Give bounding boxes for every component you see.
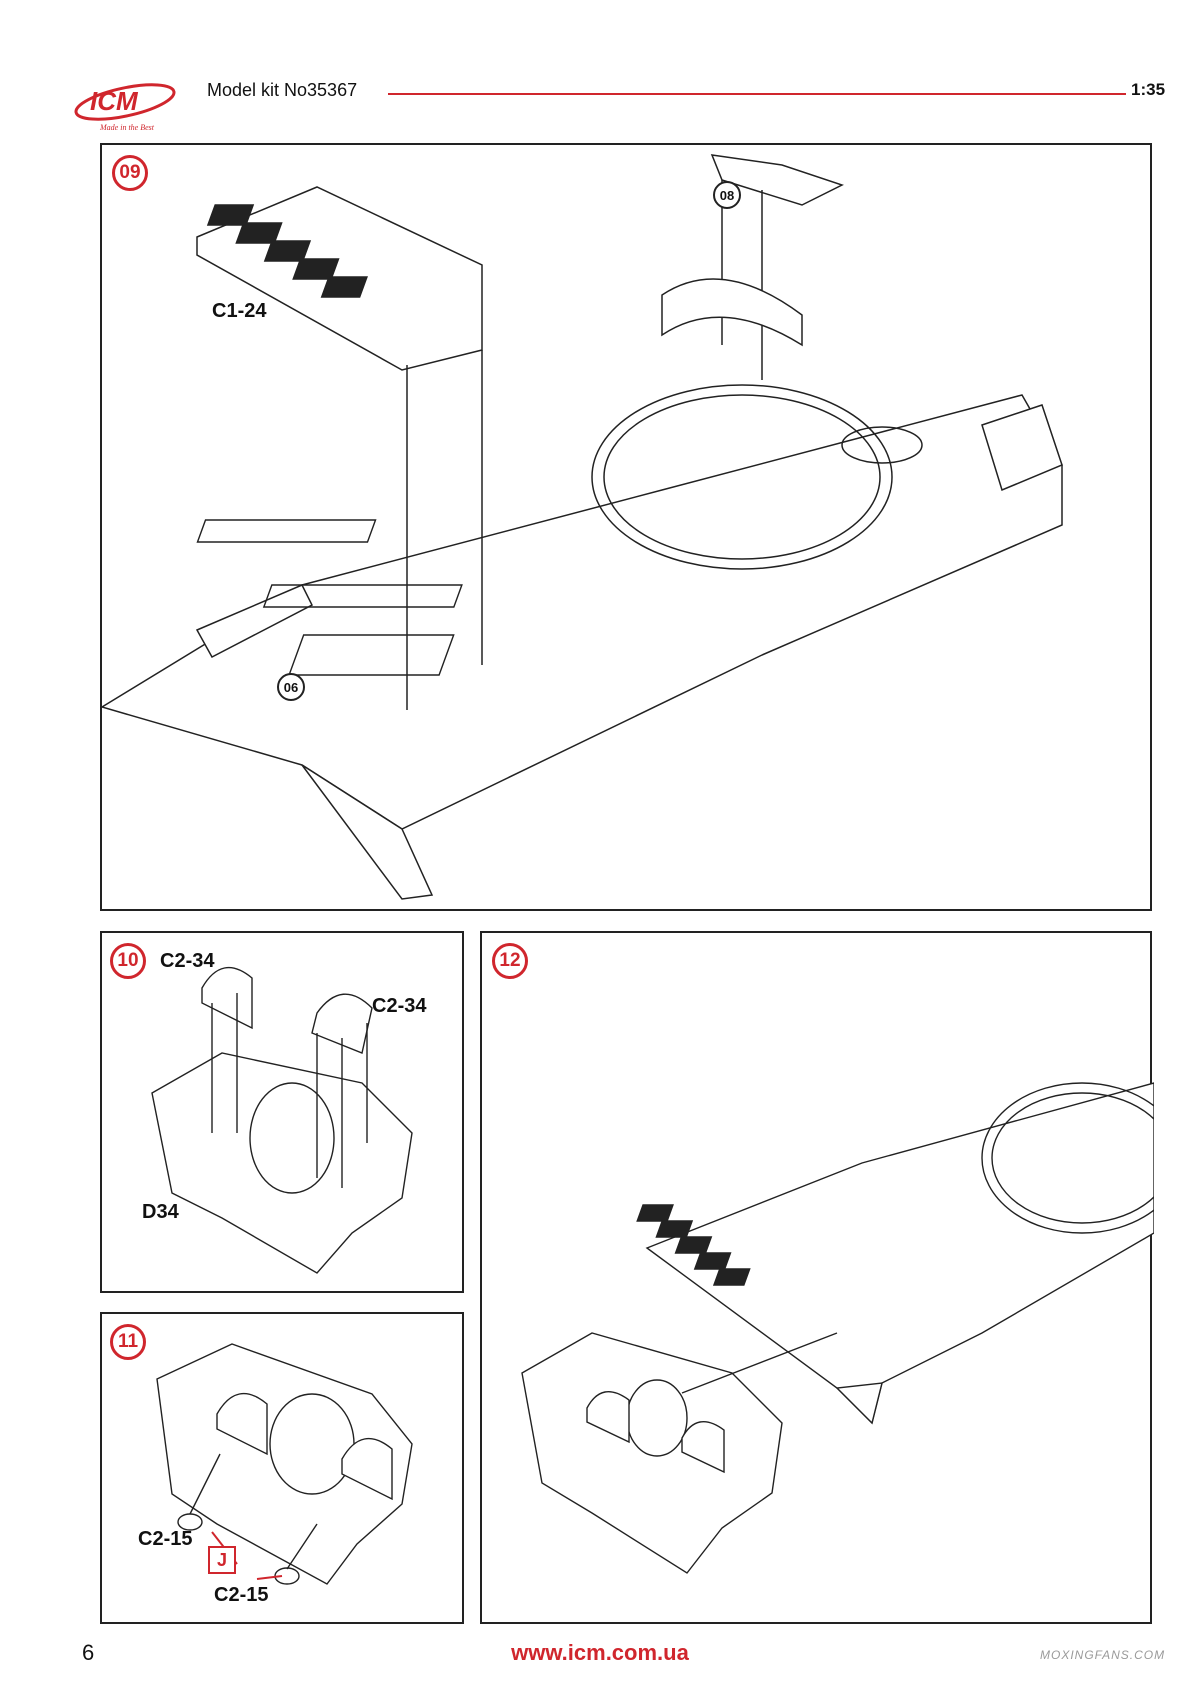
part-label-c2-34-right: C2-34 [372, 995, 427, 1017]
step-11-drawing [156, 1343, 413, 1585]
scale-label: 1:35 [1131, 80, 1166, 99]
part-label-c1-24: C1-24 [212, 300, 267, 322]
header-rule [388, 93, 1126, 95]
ref-step-06: 06 [277, 673, 305, 701]
step-11-badge: 11 [110, 1324, 146, 1360]
step-10-drawing [151, 966, 413, 1274]
part-label-c2-15-bottom: C2-15 [214, 1584, 269, 1606]
part-label-c2-15-top: C2-15 [138, 1528, 193, 1550]
step-09-badge: 09 [112, 155, 148, 191]
step-10-panel: 10 C2-34 C2-34 D34 [100, 931, 464, 1293]
logo-tagline: Made in the Best [99, 123, 155, 132]
step-12-badge: 12 [492, 943, 528, 979]
website-link[interactable]: www.icm.com.ua [511, 1640, 689, 1665]
step-09-panel: 09 C1-24 08 06 [100, 143, 1152, 911]
icm-logo: ICM Made in the Best [70, 78, 180, 136]
ref-step-08: 08 [713, 181, 741, 209]
step-12-panel: 12 [480, 931, 1154, 1624]
step-09-drawing [102, 154, 1063, 900]
logo-wordmark: ICM [90, 86, 139, 116]
part-label-c2-34-left: C2-34 [160, 950, 215, 972]
page-number: 6 [82, 1640, 95, 1665]
detail-marker-j: J [208, 1546, 236, 1574]
part-label-d34: D34 [142, 1201, 179, 1223]
kit-title: Model kit No35367 [207, 80, 358, 100]
watermark: MOXINGFANS.COM [1040, 1648, 1166, 1662]
step-12-drawing [521, 1082, 1154, 1574]
step-10-badge: 10 [110, 943, 146, 979]
step-11-panel: 11 C2-15 J C2-15 [100, 1312, 464, 1624]
